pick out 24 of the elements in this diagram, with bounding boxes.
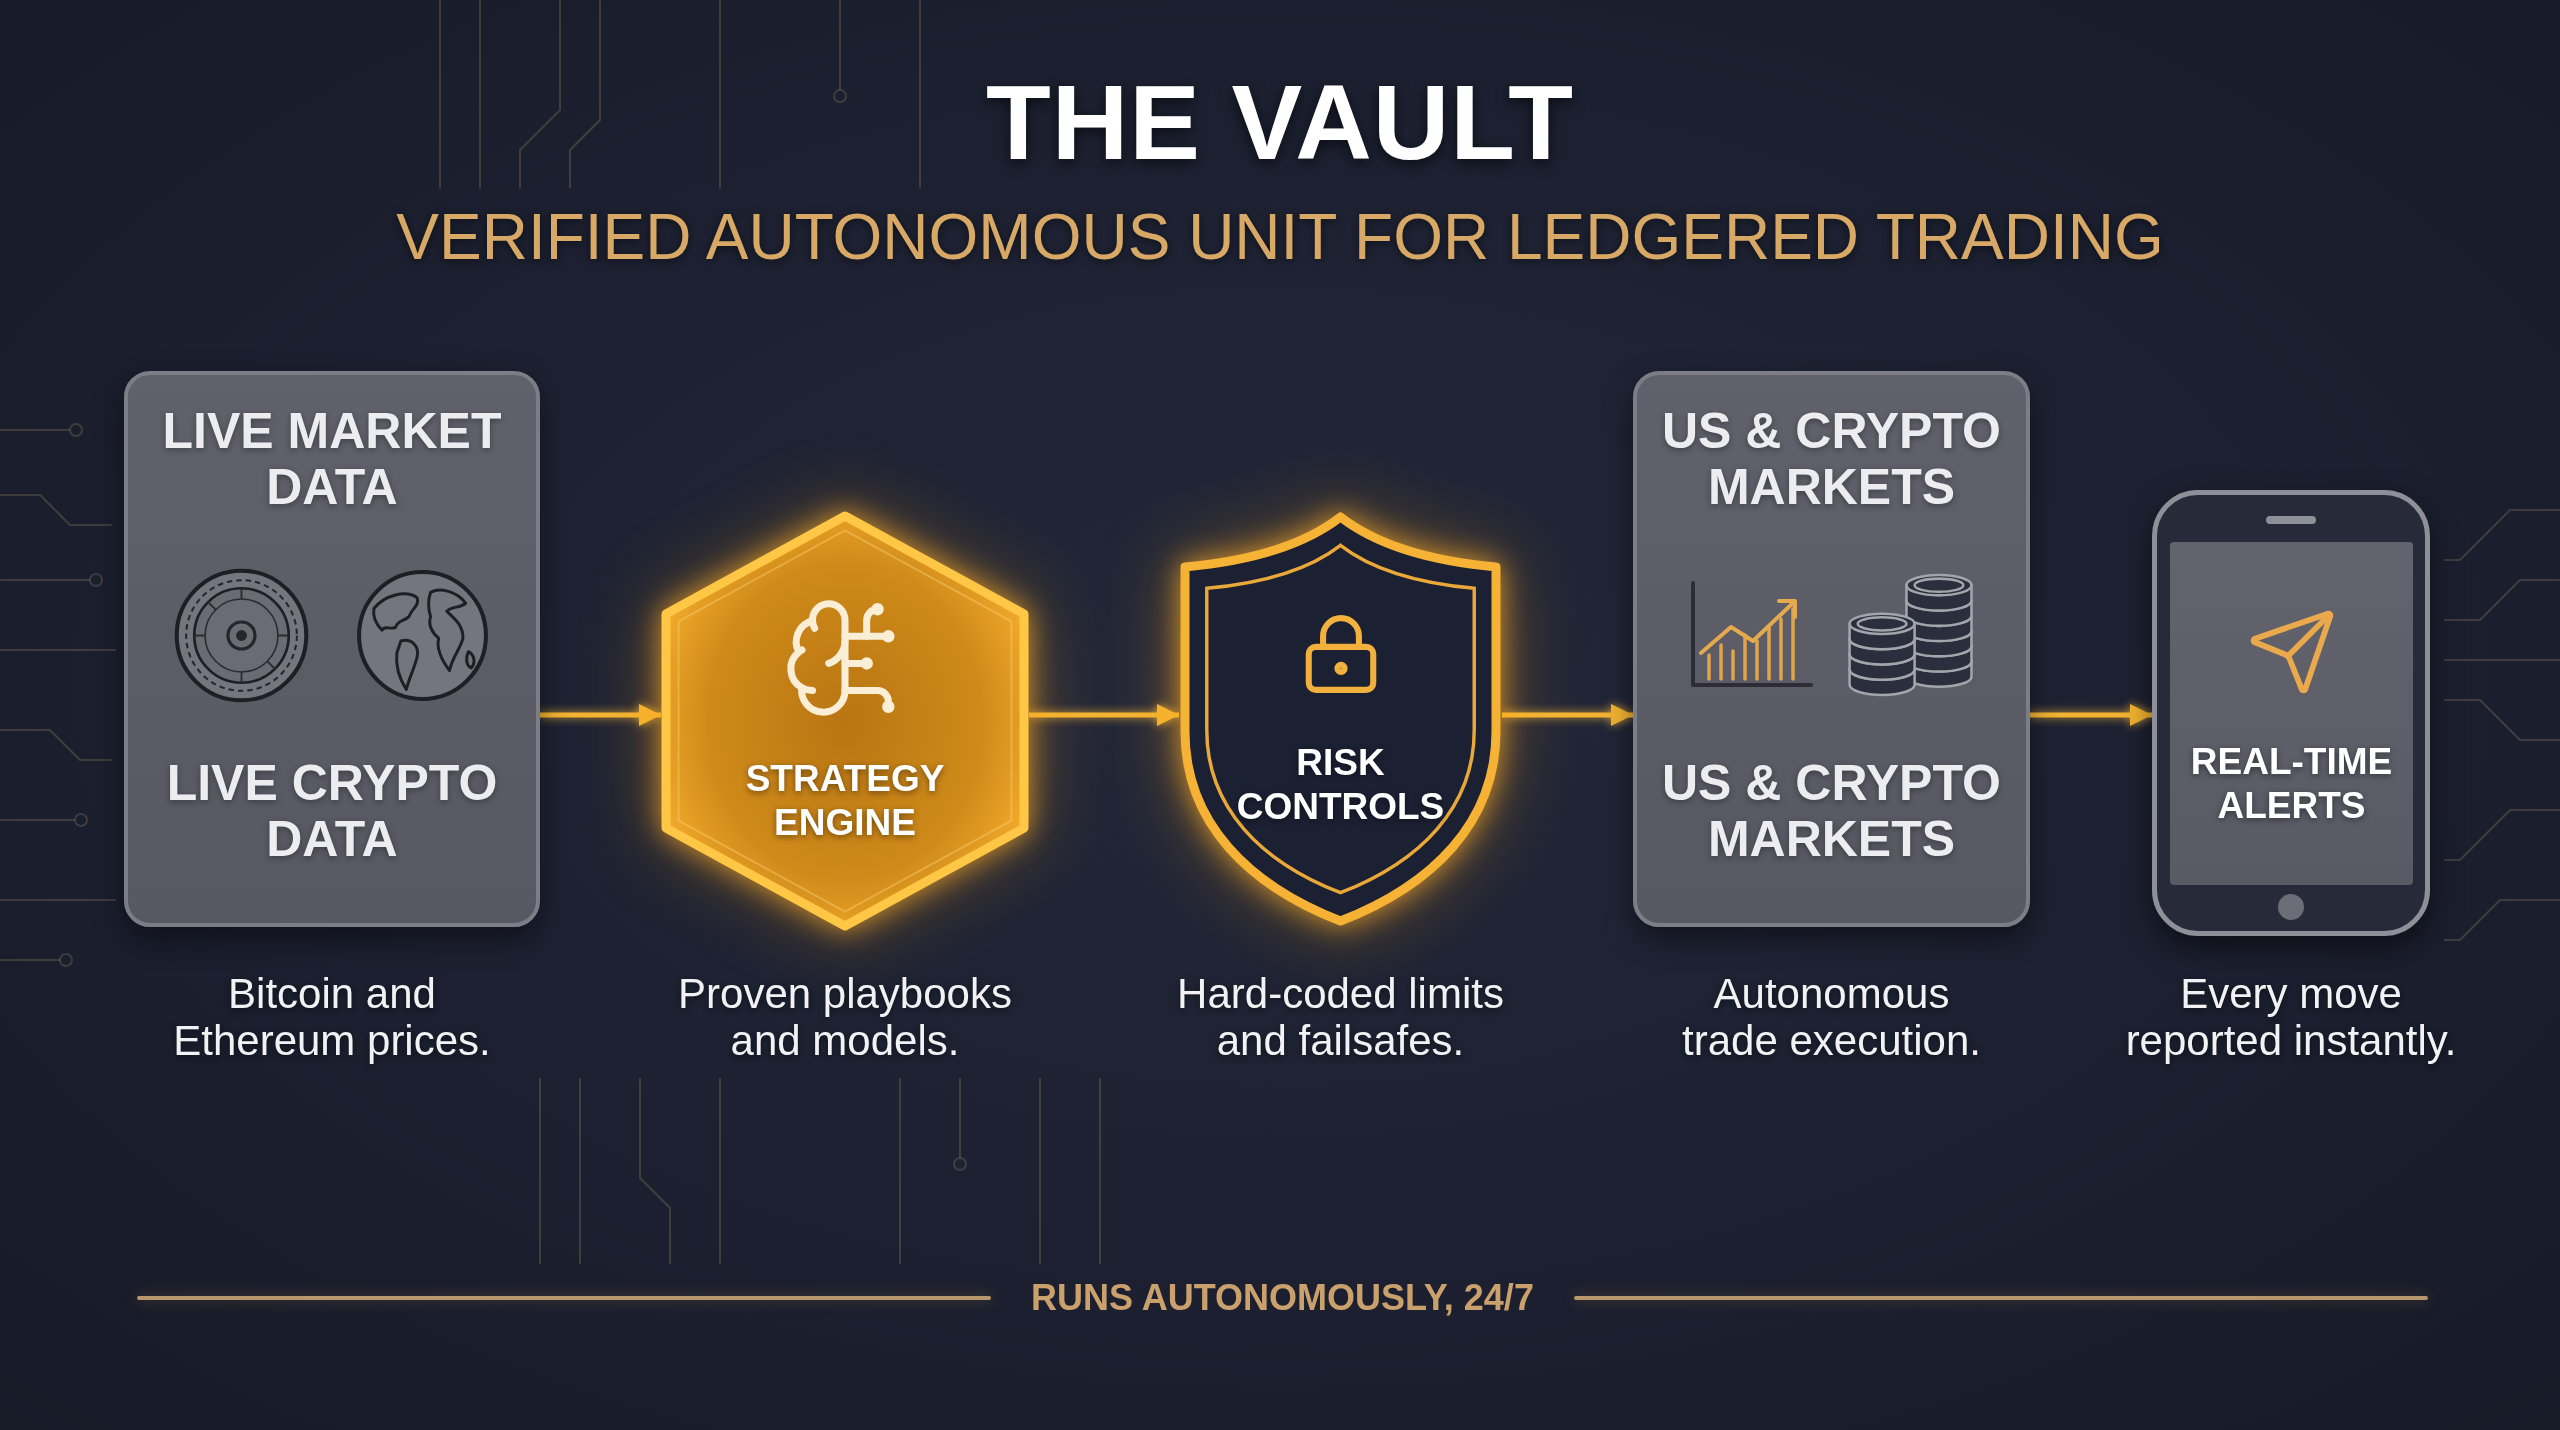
arrow xyxy=(1029,704,1179,726)
node-caption: Hard-coded limits and failsafes. xyxy=(1176,970,1505,1065)
node-caption: Autonomous trade execution. xyxy=(1681,970,1982,1065)
footer-note: RUNS AUTONOMOUSLY, 24/7 xyxy=(1031,1277,1534,1319)
node-label: REAL-TIME ALERTS xyxy=(2189,740,2394,829)
arrow xyxy=(2030,704,2152,726)
node-label: RISK CONTROLS xyxy=(1235,741,1446,830)
info-card xyxy=(1633,371,2030,927)
info-card xyxy=(124,371,540,927)
shield-badge xyxy=(1179,511,1502,927)
node-label: STRATEGY ENGINE xyxy=(744,757,946,846)
node-caption: Bitcoin and Ethereum prices. xyxy=(172,970,492,1065)
arrow xyxy=(540,704,661,726)
card-title: LIVE MARKET DATA xyxy=(161,403,503,515)
title: THE VAULT xyxy=(986,62,1574,183)
node-caption: Every move reported instantly. xyxy=(2124,970,2458,1065)
node-caption: Proven playbooks and models. xyxy=(677,970,1013,1065)
card-title: US & CRYPTO MARKETS xyxy=(1661,755,2002,867)
subtitle: VERIFIED AUTONOMOUS UNIT FOR LEDGERED TRADING xyxy=(396,201,2164,275)
card-title: US & CRYPTO MARKETS xyxy=(1661,403,2002,515)
card-title: LIVE CRYPTO DATA xyxy=(165,755,499,867)
hexagon-badge xyxy=(661,511,1029,931)
phone-frame xyxy=(2152,490,2430,936)
arrow xyxy=(1502,704,1633,726)
